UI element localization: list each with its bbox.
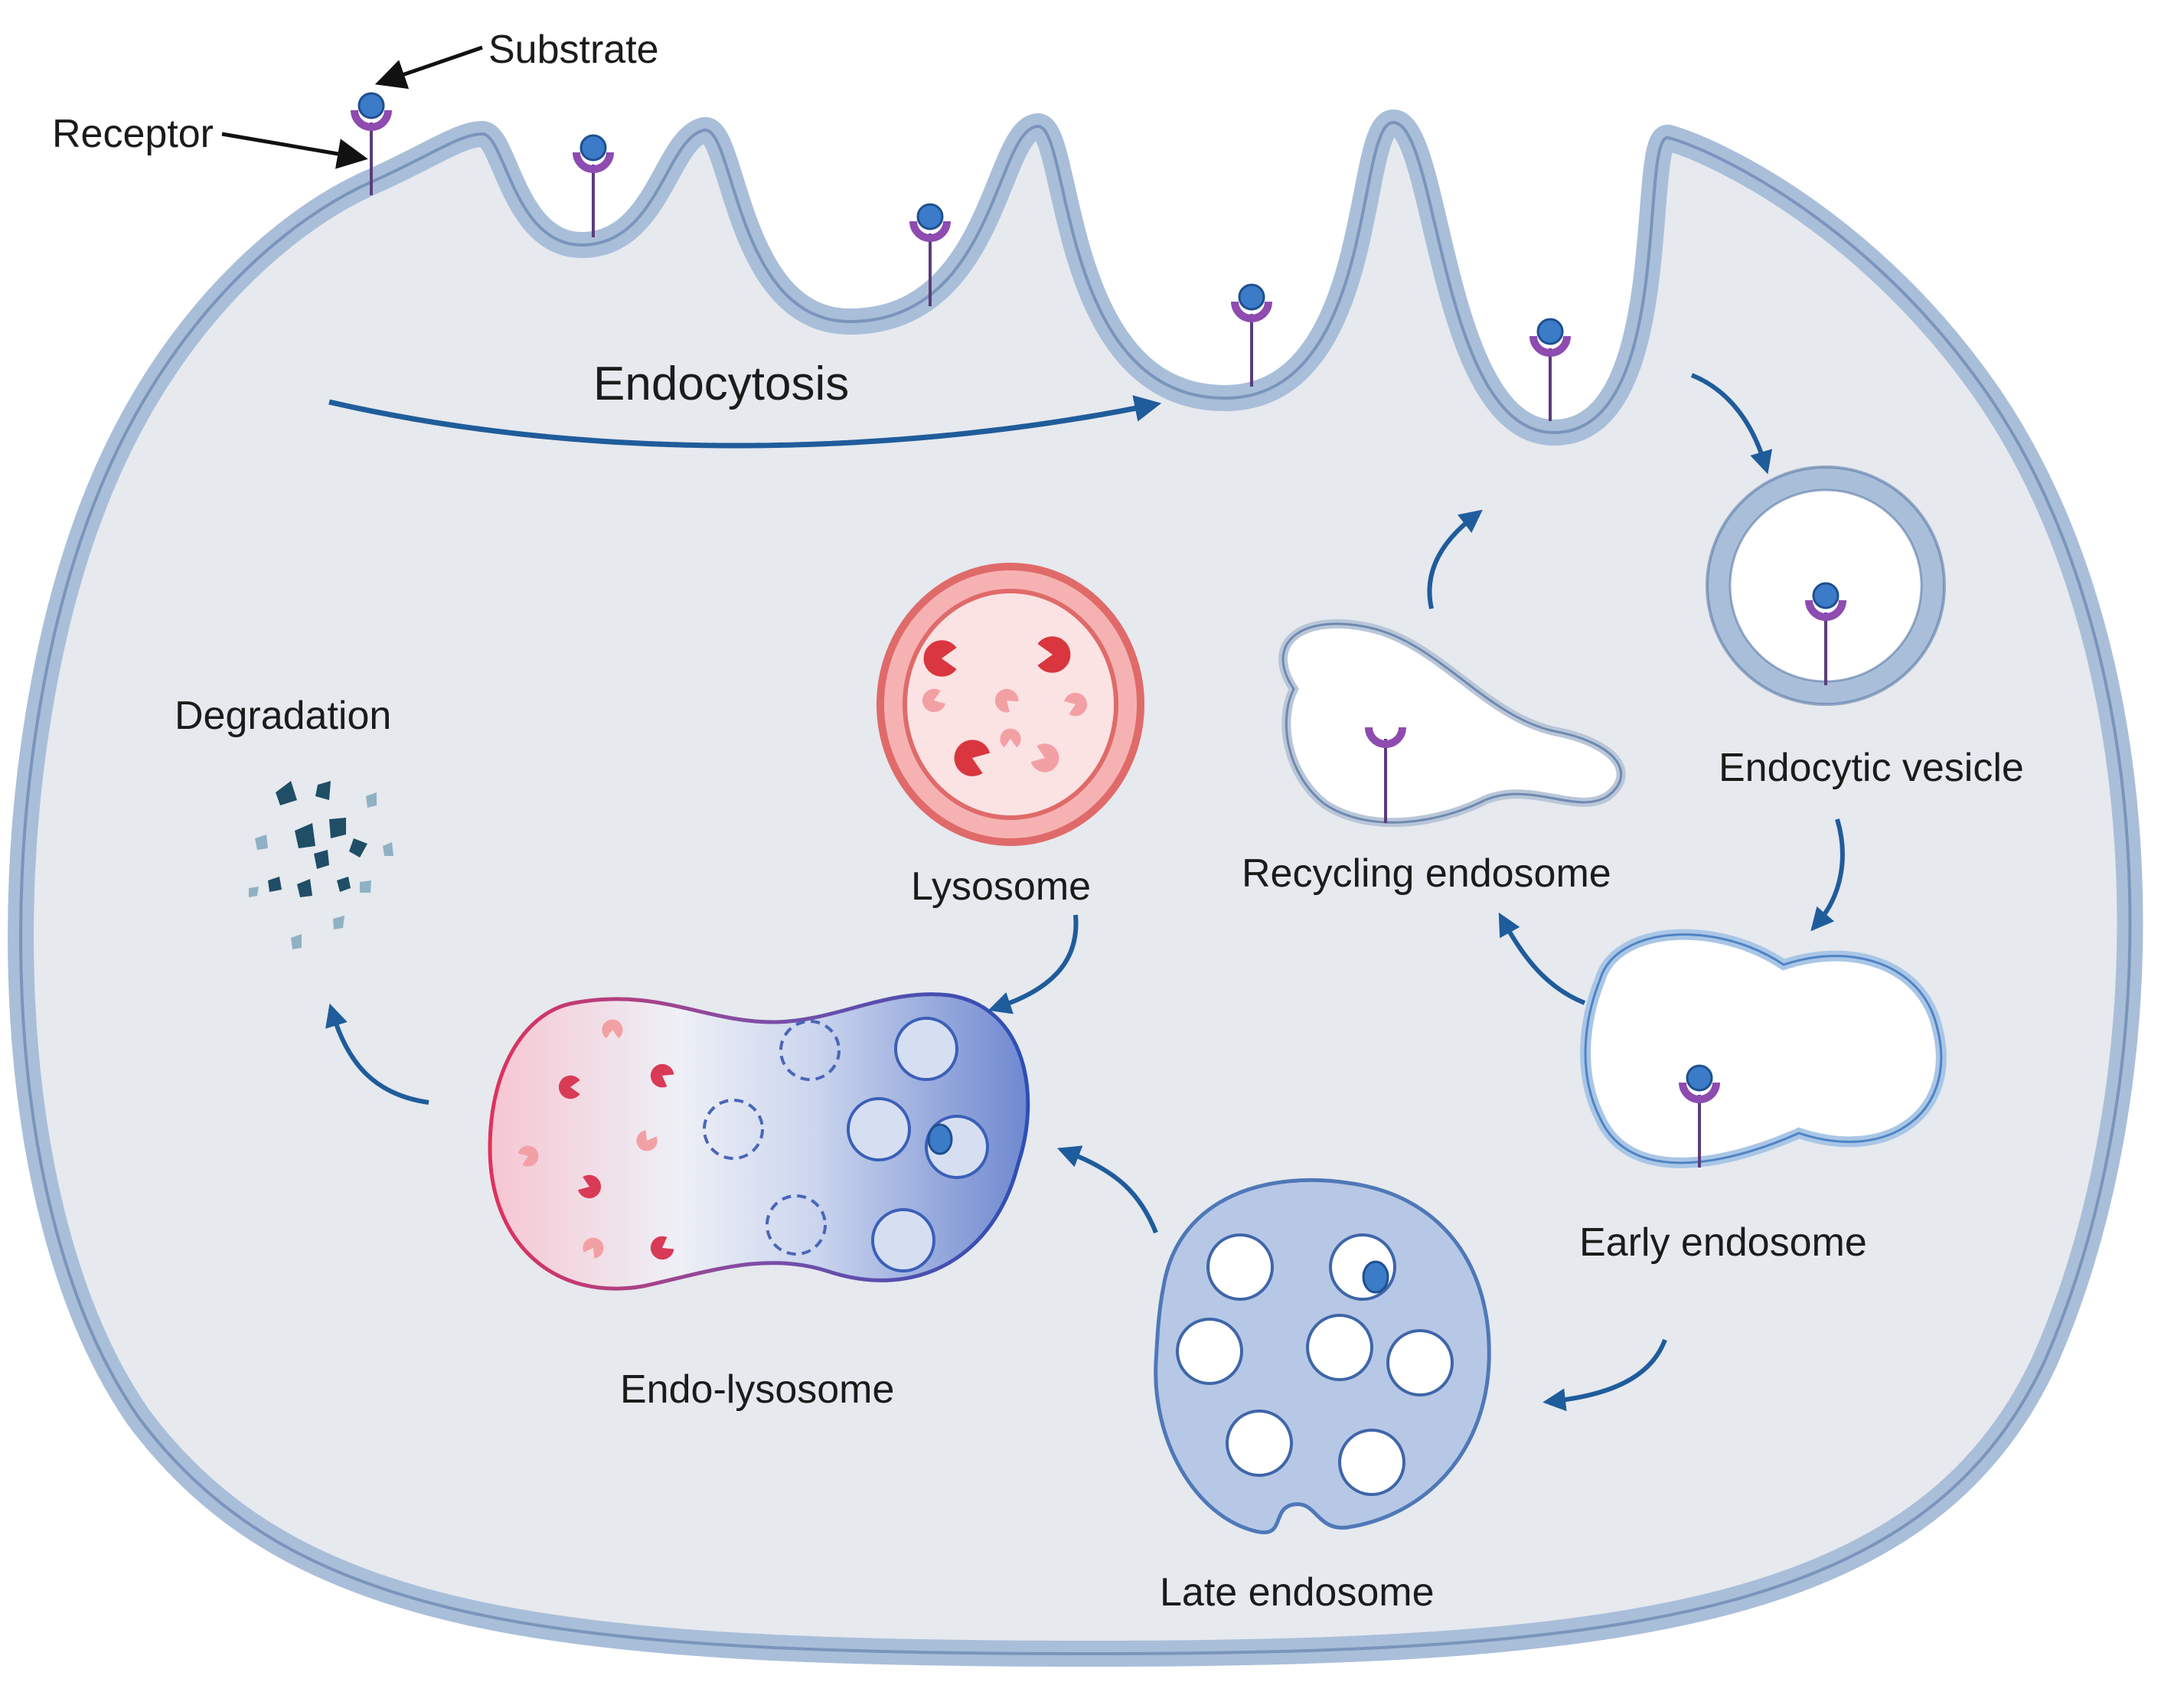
substrate-label: Substrate [488, 28, 659, 72]
substrate-pointer [374, 45, 483, 90]
cell-membrane-inner-line [19, 120, 2132, 1656]
arrow-to-degradation [325, 1003, 429, 1105]
endo-lysosome-substrate [927, 1123, 953, 1155]
endocytosis-arrow: Endocytosis [328, 358, 1162, 449]
arrow-lysosome-to-endo-lysosome [988, 914, 1079, 1014]
recycling-endosome: Recycling endosome [1242, 619, 1626, 896]
endo-lysosome: Endo-lysosome [488, 992, 1030, 1412]
late-endosome: Late endosome [1154, 1178, 1491, 1615]
degradation-label: Degradation [175, 694, 391, 738]
endocytic-vesicle-label: Endocytic vesicle [1719, 746, 2024, 790]
early-endosome-label: Early endosome [1579, 1220, 1867, 1265]
receptor-substrate-4 [1235, 285, 1268, 387]
pointer-labels: Substrate Receptor [52, 28, 659, 169]
arrow-to-endo-lysosome [1057, 1145, 1158, 1234]
endo-lysosome-label: Endo-lysosome [620, 1367, 894, 1412]
degradation-fragments: Degradation [175, 694, 393, 949]
endocytosis-arrow-line [328, 395, 1162, 449]
early-endosome: Early endosome [1579, 929, 1947, 1265]
receptor-substrate-5 [1533, 319, 1567, 421]
receptor-label: Receptor [52, 112, 214, 156]
arrow-recycle-to-membrane [1427, 509, 1483, 609]
recycling-endosome-label: Recycling endosome [1242, 851, 1611, 896]
late-endosome-label: Late endosome [1160, 1570, 1435, 1615]
endocytosis-label: Endocytosis [593, 358, 849, 410]
arrow-to-recycling-endosome [1498, 912, 1586, 1005]
lysosome: Lysosome [877, 563, 1144, 909]
endocytic-vesicle: Endocytic vesicle [1706, 465, 2024, 790]
recycling-receptor-cup [1365, 727, 1406, 748]
arrow-to-early-endosome [1810, 818, 1845, 932]
late-endosome-vesicles [1176, 1233, 1454, 1496]
flow-arrows [325, 373, 1845, 1412]
late-endosome-substrate [1362, 1260, 1389, 1294]
arrow-to-late-endosome [1543, 1338, 1667, 1412]
receptor-substrate-2 [576, 136, 610, 237]
receptor-pointer [221, 132, 368, 169]
endo-lysosome-dashed-vesicles [703, 1020, 841, 1256]
arrow-to-endocytic-vesicle [1690, 373, 1773, 475]
lysosome-label: Lysosome [911, 864, 1091, 909]
